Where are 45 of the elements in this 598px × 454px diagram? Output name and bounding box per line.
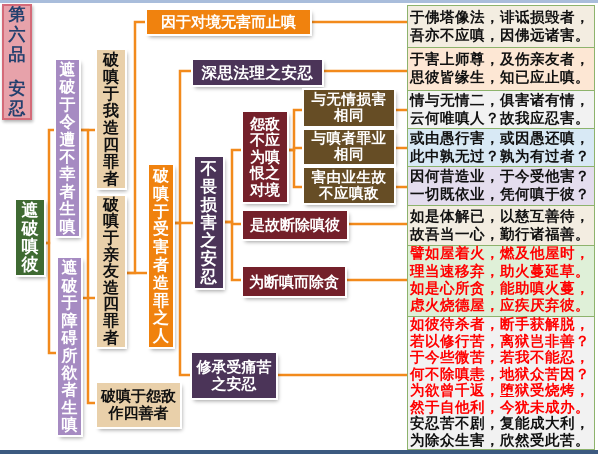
connector-line xyxy=(394,186,407,188)
topic-box: 因于对境无害而止嗔 xyxy=(147,10,310,34)
topic-box: 不畏损害之安忍 xyxy=(195,157,223,288)
topic-box: 遮破嗔彼 xyxy=(16,200,44,275)
verse-cell: 于害上师尊，及伤亲友者，思彼皆缘生，知已应止嗔。 xyxy=(407,47,595,91)
topic-box: 与嗔者罪业相同 xyxy=(304,130,394,164)
topic-box: 与无情损害相同 xyxy=(304,90,394,126)
topic-box: 害由业生故不应嗔敌 xyxy=(304,168,394,203)
topic-box: 破嗔于怨敌作四善者 xyxy=(97,383,180,427)
verse-cell: 于佛塔像法，诽诋损毁者，吾亦不应嗔，因佛远诸害。 xyxy=(407,5,595,48)
topic-box: 怨敌不应为嗔恨之对境 xyxy=(243,112,287,202)
connector-line xyxy=(394,108,407,112)
verse-cell: 因何昔造业，于今受他害？一切既依业，凭何嗔于彼？ xyxy=(407,166,595,206)
connector-line xyxy=(173,222,192,376)
topic-box: 破嗔于亲友造四罪者 xyxy=(97,196,125,347)
chapter-title: 安忍 xyxy=(7,79,26,119)
connector-line xyxy=(125,272,149,274)
connector-line xyxy=(347,222,407,226)
verse-cell: 譬如屋着火，燃及他屋时，理当速移弃，助火蔓延草。如是心所贪，能助嗔火蔓，虑火烧德屋，应疾厌弃彼。 xyxy=(407,245,595,317)
connector-line xyxy=(79,128,97,300)
topic-box: 破嗔于我造四罪者 xyxy=(97,50,125,188)
verse-cell xyxy=(407,316,595,450)
verse-text: 如彼待杀者，断手获解脱，若以修行苦，离狱岂非善？于今些微苦，若我不能忍，何不除嗔恚，地狱众苦因？为欲曾千返，堕狱受烧烤，然于自他利，今犹未成办。 xyxy=(410,317,592,416)
topic-box: 遮破于障碍所欲者生嗔 xyxy=(58,258,81,435)
connector-line xyxy=(322,70,407,72)
connector-line xyxy=(81,296,97,404)
verse-text: 安忍苦不剧，复能成大利，为除众生害，欣然受此苦。 xyxy=(410,416,592,449)
verse-cell: 如是体解已，以慈互善待，故吾当一心，勤行诸福善。 xyxy=(407,205,595,246)
connector-line xyxy=(276,374,407,376)
connector-line xyxy=(394,146,407,150)
topic-box: 修承受痛苦之安忍 xyxy=(192,353,276,398)
chapter-box xyxy=(2,4,32,120)
verse-cell: 或由愚行害，或因愚还嗔，此中孰无过？孰为有过者？ xyxy=(407,128,595,167)
topic-box: 破嗔于受害者造罪之人 xyxy=(149,165,173,347)
connector-line xyxy=(44,242,58,354)
topic-box: 为断嗔而除贪 xyxy=(243,267,345,296)
topic-box: 深思法理之安忍 xyxy=(193,60,322,85)
chapter-number: 第六品 xyxy=(7,5,26,65)
connector-line xyxy=(287,148,304,188)
topic-box: 是故断除嗔彼 xyxy=(243,211,347,239)
verse-cell: 情与无情二，俱害诸有情，云何唯嗔人？故我应忍害。 xyxy=(407,90,595,129)
topic-box: 遮破于令遭不幸者生嗔 xyxy=(56,60,79,236)
connector-line xyxy=(345,278,407,282)
connector-line xyxy=(310,20,407,24)
connector-line xyxy=(223,220,243,282)
